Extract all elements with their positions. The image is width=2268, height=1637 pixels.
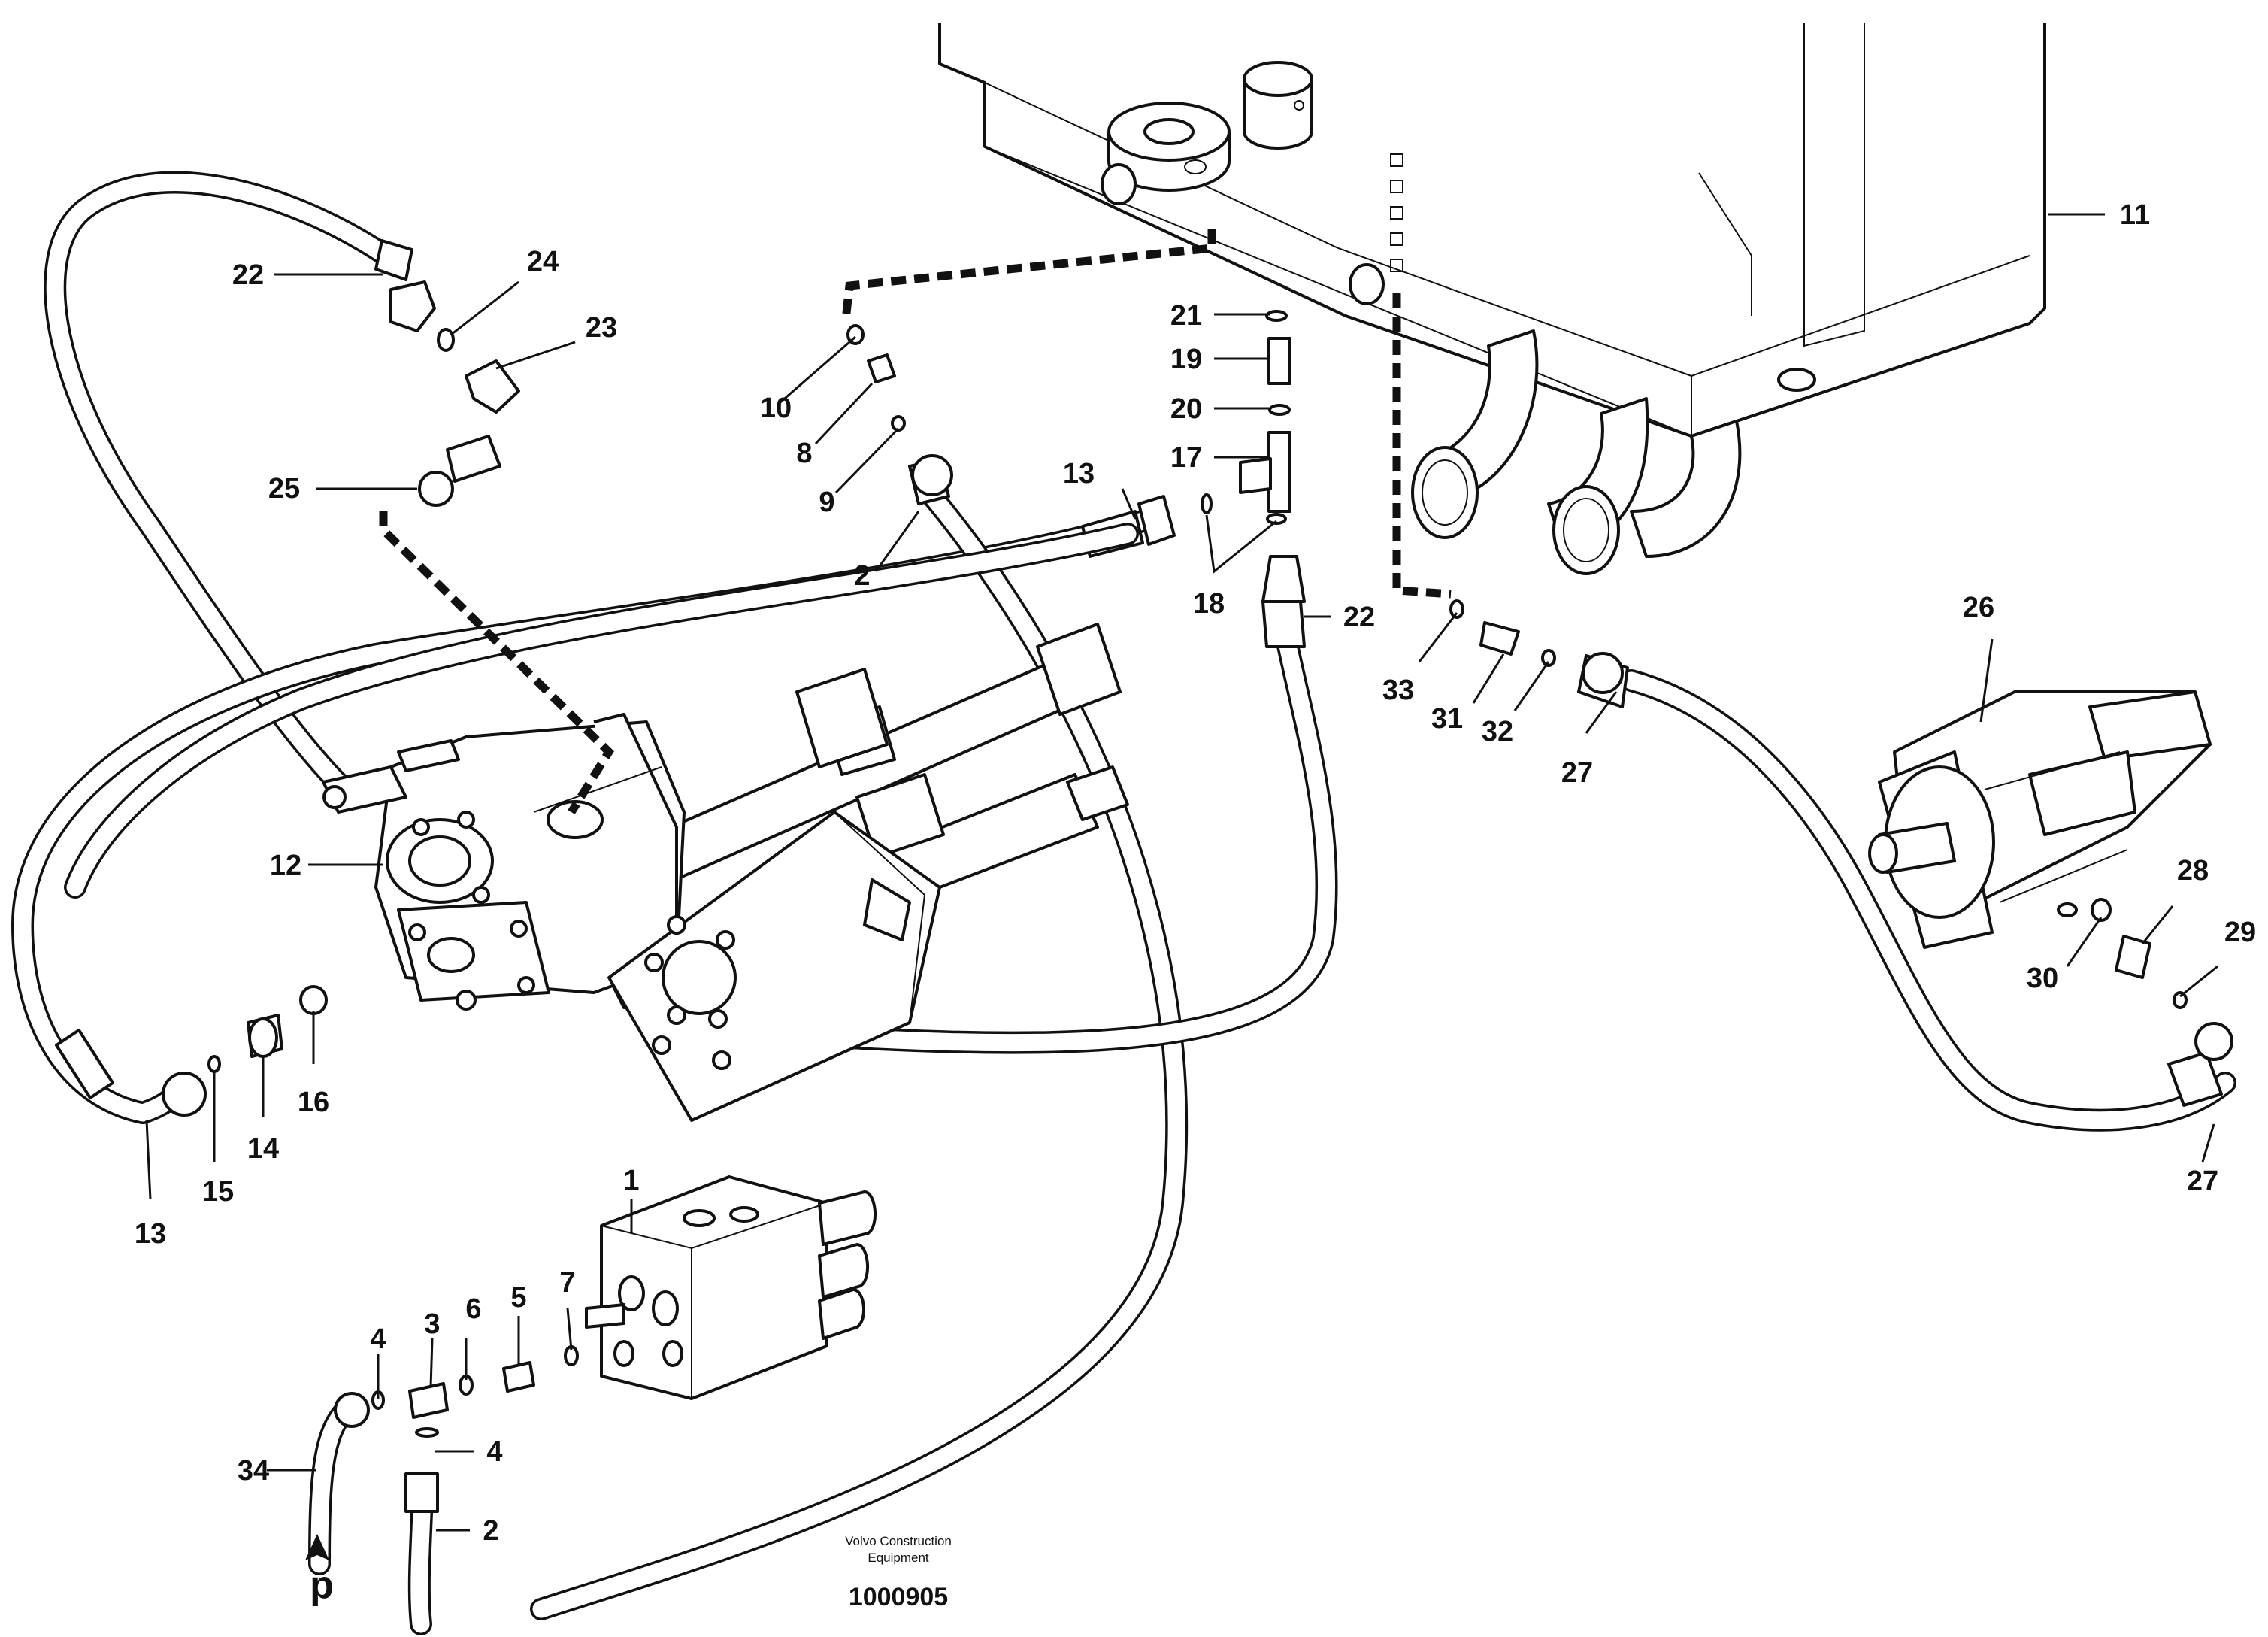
callout-27-lower: 27 <box>2187 1166 2218 1197</box>
hose-13-upper <box>64 523 1139 899</box>
callout-24: 24 <box>527 246 559 277</box>
leader-lines <box>145 213 2218 1532</box>
callout-12: 12 <box>270 850 301 881</box>
pump-26 <box>1868 690 2212 949</box>
pressure-label: p <box>310 1563 334 1607</box>
hose-34 <box>308 1392 370 1575</box>
callout-2-lower: 2 <box>483 1515 498 1547</box>
credit-line-2: Equipment <box>868 1551 929 1565</box>
callout-23: 23 <box>586 312 617 344</box>
callout-25: 25 <box>268 473 300 505</box>
drain-line-pump <box>379 511 615 814</box>
callout-22: 22 <box>232 259 264 291</box>
callout-2: 2 <box>854 560 870 592</box>
callout-4-lower: 4 <box>486 1436 502 1468</box>
callout-7: 7 <box>559 1267 575 1299</box>
hose-22-right <box>838 555 1338 1054</box>
callout-32: 32 <box>1482 716 1513 747</box>
callout-19: 19 <box>1170 344 1202 375</box>
fittings <box>207 310 2188 1438</box>
callout-numbers: 22 24 23 25 10 8 9 2 13 18 21 19 20 17 2… <box>135 199 2256 1607</box>
callout-13: 13 <box>1063 458 1095 490</box>
callout-26: 26 <box>1963 592 1994 623</box>
callout-9: 9 <box>819 487 834 518</box>
callout-22-right: 22 <box>1343 602 1375 633</box>
callout-13-lower: 13 <box>135 1218 166 1250</box>
callout-28: 28 <box>2177 855 2209 887</box>
pressure-port-marker <box>305 1534 329 1560</box>
callout-8: 8 <box>796 438 812 469</box>
callout-1: 1 <box>623 1165 639 1196</box>
callout-30: 30 <box>2027 962 2058 994</box>
callout-5: 5 <box>510 1282 526 1314</box>
callout-34: 34 <box>238 1455 269 1487</box>
document-footer: Volvo Construction Equipment 1000905 <box>845 1534 952 1611</box>
callout-18: 18 <box>1193 588 1225 620</box>
hydraulic-tank <box>938 23 2046 575</box>
callout-14: 14 <box>247 1133 279 1165</box>
callout-29: 29 <box>2224 917 2256 948</box>
callout-17: 17 <box>1170 442 1202 474</box>
callout-6: 6 <box>465 1293 481 1325</box>
callout-11: 11 <box>2120 199 2150 231</box>
control-valve-1 <box>585 1175 877 1400</box>
callout-27: 27 <box>1561 757 1593 789</box>
callout-20: 20 <box>1170 393 1202 425</box>
document-number: 1000905 <box>849 1583 948 1611</box>
drain-line-tank-left <box>841 229 1216 320</box>
drain-line-tank-right <box>1392 293 1452 599</box>
callout-16: 16 <box>298 1087 329 1118</box>
pump-assembly <box>322 623 1129 1122</box>
callout-3: 3 <box>424 1308 440 1340</box>
hose-2-lower <box>404 1472 439 1635</box>
callout-31: 31 <box>1431 703 1463 735</box>
callout-33: 33 <box>1382 675 1414 706</box>
callout-21: 21 <box>1170 300 1202 332</box>
callout-15: 15 <box>202 1176 234 1208</box>
callout-4: 4 <box>370 1323 386 1355</box>
credit-line-1: Volvo Construction <box>845 1534 952 1548</box>
callout-10: 10 <box>760 393 792 424</box>
